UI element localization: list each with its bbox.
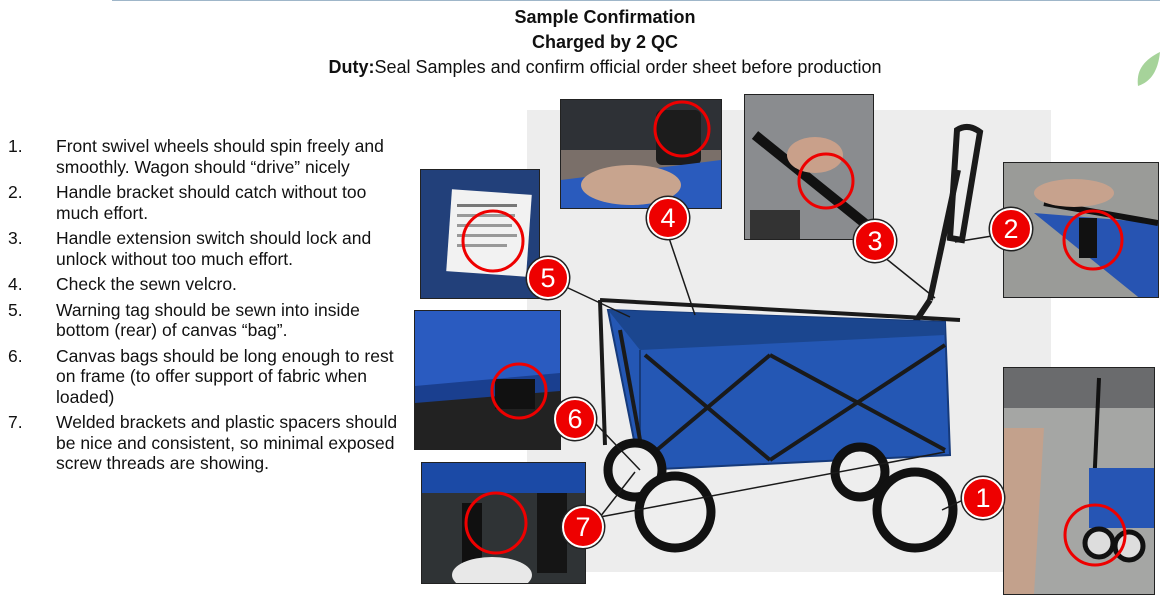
inset-photo-warning-tag [420, 169, 540, 299]
checklist-item: 6. Canvas bags should be long enough to r… [8, 346, 398, 408]
duty-text: Seal Samples and confirm official order … [374, 57, 882, 77]
inset-photo-handle-bracket [1003, 162, 1159, 298]
checklist-number: 7. [8, 412, 23, 432]
callout-badge-7: 7 [562, 506, 604, 548]
duty-line: Duty:Seal Samples and confirm official o… [0, 57, 1160, 78]
checklist-text: Canvas bags should be long enough to res… [56, 345, 394, 407]
duty-label: Duty: [328, 57, 375, 77]
page-subtitle: Charged by 2 QC [531, 32, 679, 52]
qc-checklist: 1. Front swivel wheels should spin freely… [8, 136, 398, 479]
callout-badge-3: 3 [854, 220, 896, 262]
callout-badge-2: 2 [990, 208, 1032, 250]
checklist-number: 3. [8, 228, 23, 248]
checklist-item: 1. Front swivel wheels should spin freely… [8, 136, 398, 177]
inset-photo-handle-switch [744, 94, 874, 240]
leaf-decoration-icon [1137, 52, 1160, 86]
callout-badge-4: 4 [647, 197, 689, 239]
checklist-item: 4. Check the sewn velcro. [8, 274, 398, 295]
checklist-item: 5. Warning tag should be sewn into inside… [8, 300, 398, 341]
callout-badge-1: 1 [962, 477, 1004, 519]
checklist-number: 5. [8, 299, 23, 320]
checklist-text: Check the sewn velcro. [56, 274, 237, 294]
checklist-text: Welded brackets and plastic spacers shou… [56, 412, 398, 473]
checklist-number: 6. [8, 345, 23, 366]
callout-badge-5: 5 [527, 257, 569, 299]
wheel [603, 438, 958, 553]
checklist-number: 2. [8, 182, 23, 202]
inset-photo-velcro [560, 99, 722, 209]
page-title: Sample Confirmation [514, 7, 696, 27]
checklist-item: 2. Handle bracket should catch without to… [8, 182, 398, 223]
checklist-text: Warning tag should be sewn into inside b… [56, 299, 360, 341]
checklist-number: 4. [8, 274, 23, 294]
checklist-item: 7. Welded brackets and plastic spacers sh… [8, 412, 398, 474]
checklist-text: Handle extension switch should lock and … [56, 228, 372, 269]
header-rule [112, 0, 1160, 1]
checklist-number: 1. [8, 136, 23, 156]
inset-photo-welded-bracket [421, 462, 586, 584]
callout-badge-6: 6 [554, 398, 596, 440]
checklist-text: Front swivel wheels should spin freely a… [56, 136, 384, 177]
inset-photo-front-wheels [1003, 367, 1155, 595]
inset-photo-canvas-bag [414, 310, 561, 450]
checklist-item: 3. Handle extension switch should lock an… [8, 228, 398, 269]
checklist-text: Handle bracket should catch without too … [56, 182, 367, 223]
